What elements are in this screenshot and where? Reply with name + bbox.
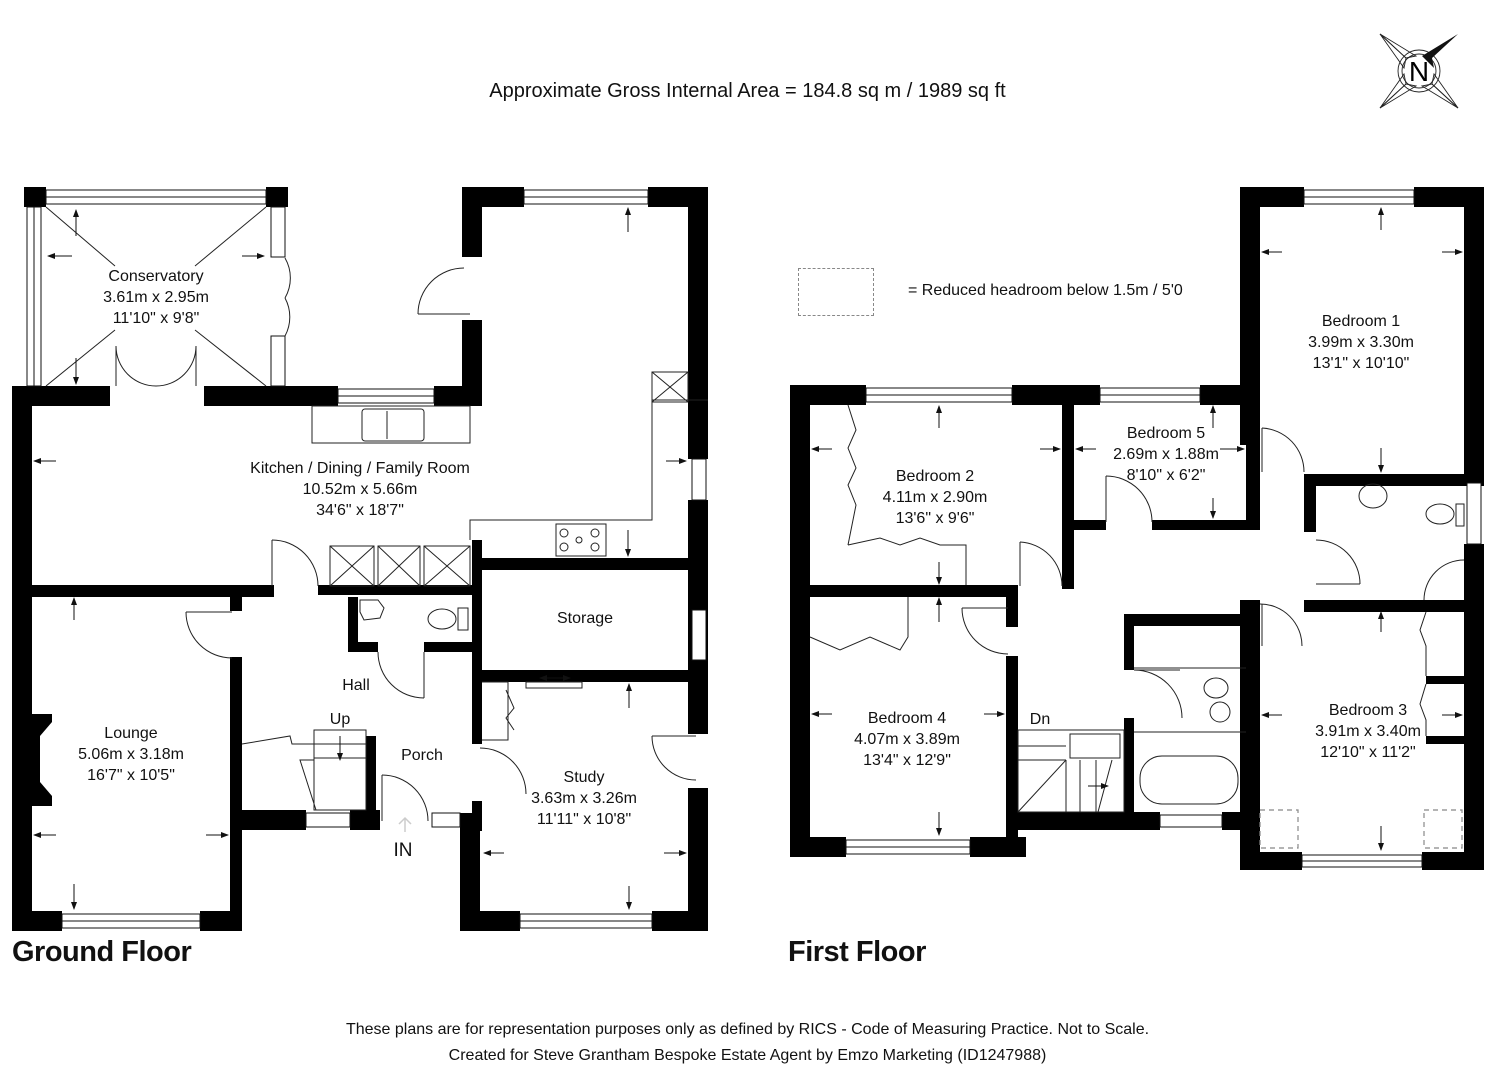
ground-floor-fixtures [45, 206, 708, 822]
room-metric: 3.91m x 3.40m [1315, 723, 1421, 740]
room-name: Conservatory [108, 268, 204, 285]
room-bedroom-2: Bedroom 2 4.11m x 2.90m 13'6" x 9'6" [883, 466, 988, 529]
ground-floor-title: Ground Floor [12, 936, 192, 968]
room-lounge: Lounge 5.06m x 3.18m 16'7" x 10'5" [78, 723, 184, 786]
ground-floor-dimension-arrows [33, 207, 687, 910]
room-imperial: 16'7" x 10'5" [87, 767, 175, 784]
room-imperial: 13'6" x 9'6" [895, 510, 975, 527]
room-metric: 3.63m x 3.26m [531, 790, 637, 807]
ground-floor-walls [12, 187, 708, 931]
dashed-box-icon [798, 268, 874, 316]
reduced-headroom-areas [1259, 809, 1463, 849]
svg-text:N: N [1409, 56, 1429, 87]
room-conservatory: Conservatory 3.61m x 2.95m 11'10" x 9'8" [103, 266, 209, 329]
headroom-legend: = Reduced headroom below 1.5m / 5'0 [798, 266, 1218, 320]
room-metric: 3.99m x 3.30m [1308, 334, 1414, 351]
stairs-down-label: Dn [1029, 711, 1051, 728]
compass-north-icon: N [1376, 28, 1462, 114]
room-bedroom-3: Bedroom 3 3.91m x 3.40m 12'10" x 11'2" [1315, 700, 1421, 763]
room-name: Lounge [104, 725, 158, 742]
room-metric: 10.52m x 5.66m [302, 481, 418, 498]
room-name: Study [563, 769, 605, 786]
room-name: Bedroom 5 [1126, 425, 1206, 442]
room-bedroom-1: Bedroom 1 3.99m x 3.30m 13'1" x 10'10" [1308, 311, 1414, 374]
room-imperial: 34'6" x 18'7" [316, 502, 404, 519]
room-hall: Hall [342, 677, 370, 694]
room-bedroom-4: Bedroom 4 4.07m x 3.89m 13'4" x 12'9" [854, 708, 960, 771]
room-name: Bedroom 3 [1328, 702, 1408, 719]
footer-disclaimer: These plans are for representation purpo… [345, 1021, 1150, 1038]
first-floor-windows [845, 189, 1482, 868]
first-floor-walls [790, 187, 1484, 870]
room-storage: Storage [556, 610, 614, 627]
room-study: Study 3.63m x 3.26m 11'11" x 10'8" [531, 767, 637, 830]
room-metric: 4.11m x 2.90m [882, 489, 988, 506]
room-metric: 4.07m x 3.89m [854, 731, 960, 748]
room-metric: 5.06m x 3.18m [78, 746, 184, 763]
room-porch: Porch [401, 747, 443, 764]
room-imperial: 13'1" x 10'10" [1312, 355, 1410, 372]
room-name: Bedroom 1 [1321, 313, 1401, 330]
room-imperial: 12'10" x 11'2" [1320, 744, 1416, 761]
room-metric: 3.61m x 2.95m [103, 289, 209, 306]
stairs-up-label: Up [329, 711, 351, 728]
entrance-label: IN [393, 840, 413, 861]
entrance-arrow-icon [398, 816, 412, 832]
room-imperial: 13'4" x 12'9" [863, 752, 951, 769]
room-name: Kitchen / Dining / Family Room [250, 460, 470, 477]
ground-floor-windows [26, 189, 707, 929]
room-imperial: 11'11" x 10'8" [536, 811, 632, 828]
first-floor-title: First Floor [788, 936, 926, 968]
legend-text: = Reduced headroom below 1.5m / 5'0 [908, 282, 1183, 299]
gross-internal-area: Approximate Gross Internal Area = 184.8 … [489, 80, 1006, 102]
first-floor-fixtures [809, 404, 1465, 813]
room-bedroom-5: Bedroom 5 2.69m x 1.88m 8'10" x 6'2" [1113, 423, 1219, 486]
room-kitchen-dining-family: Kitchen / Dining / Family Room 10.52m x … [250, 458, 470, 521]
first-floor-dimension-arrows [811, 207, 1463, 851]
room-name: Bedroom 4 [867, 710, 947, 727]
room-name: Bedroom 2 [895, 468, 975, 485]
room-imperial: 11'10" x 9'8" [112, 310, 200, 327]
room-imperial: 8'10" x 6'2" [1126, 467, 1206, 484]
room-metric: 2.69m x 1.88m [1113, 446, 1219, 463]
footer-credit: Created for Steve Grantham Bespoke Estat… [448, 1047, 1047, 1064]
